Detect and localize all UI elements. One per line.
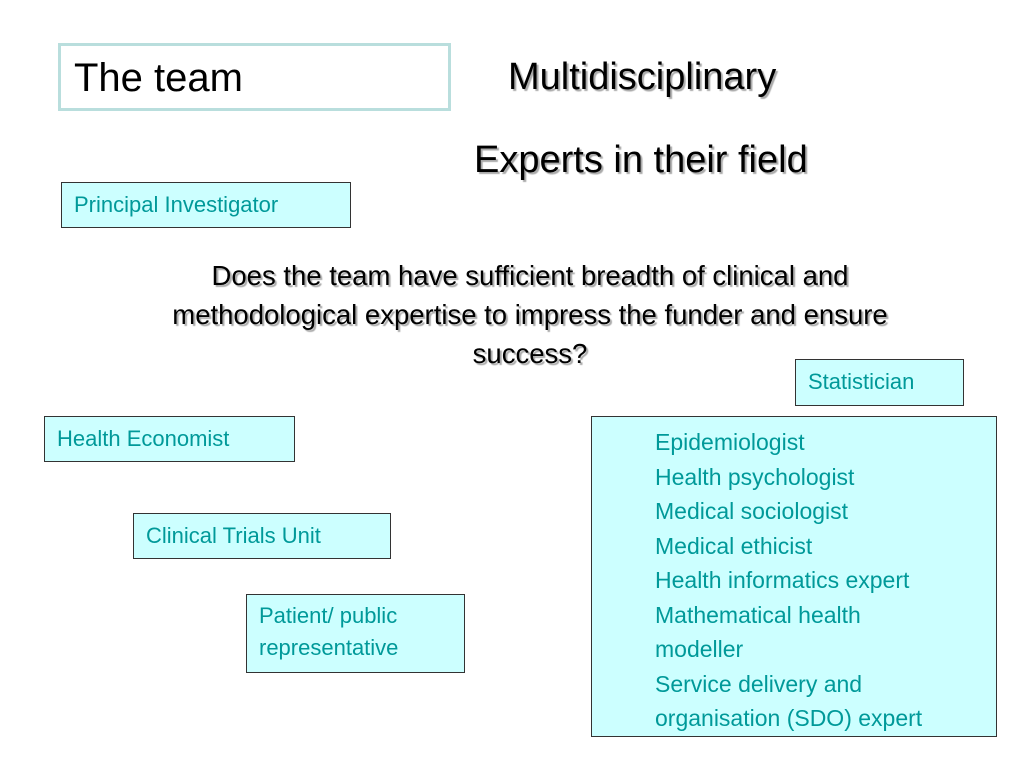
question-text: Does the team have sufficient breadth of… [172, 260, 888, 369]
list-item: modeller [655, 636, 744, 662]
heading-multidisciplinary: Multidisciplinary [508, 56, 777, 98]
role-principal-investigator: Principal Investigator [61, 182, 351, 228]
role-health-economist: Health Economist [44, 416, 295, 462]
slide-title-box: The team [58, 43, 451, 111]
role-clinical-trials-unit: Clinical Trials Unit [133, 513, 391, 559]
list-item: Health psychologist [655, 463, 855, 490]
role-statistician: Statistician [795, 359, 964, 406]
other-experts-box: Epidemiologist Health psychologist Medic… [591, 416, 997, 737]
list-item: Service delivery and [655, 670, 863, 697]
role-patient-public-representative: Patient/ public representative [246, 594, 465, 673]
role-patient-public-line-1: Patient/ public [259, 603, 398, 628]
slide-title: The team [74, 56, 243, 100]
list-item: Health informatics expert [655, 567, 910, 593]
list-item: Medical ethicist [655, 532, 813, 559]
list-item: Mathematical health [655, 601, 861, 628]
list-item: organisation (SDO) expert [655, 705, 923, 731]
list-item: Medical sociologist [655, 498, 849, 524]
list-item: Epidemiologist [655, 429, 805, 455]
role-patient-public-line-2: representative [259, 635, 399, 660]
heading-experts: Experts in their field [474, 139, 808, 181]
